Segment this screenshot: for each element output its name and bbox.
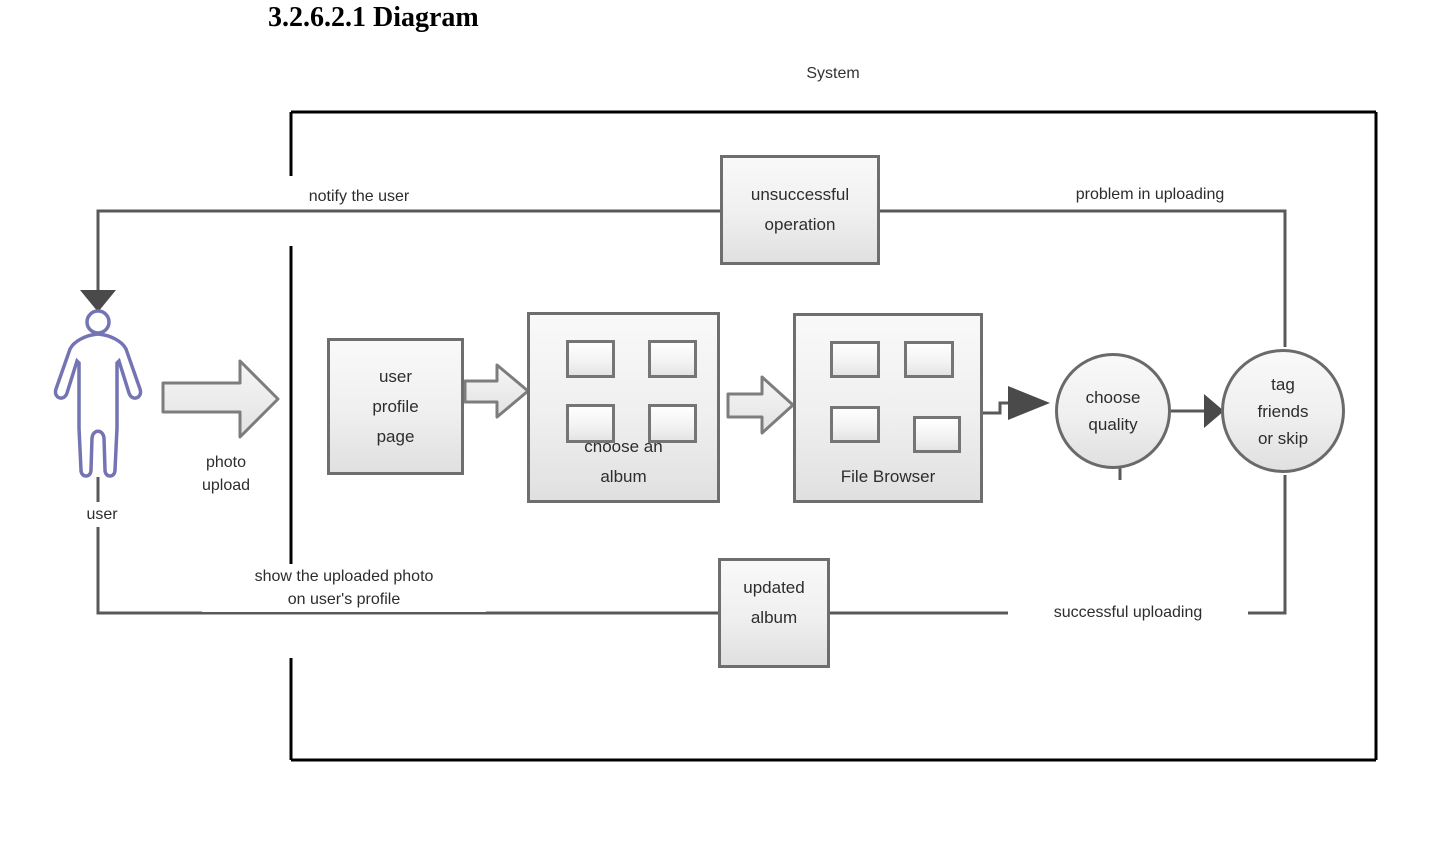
node-label-line: updated — [743, 578, 805, 597]
updated-album-node: updated album — [718, 558, 830, 668]
system-boundary-label: System — [806, 65, 860, 82]
problem-uploading-label: problem in uploading — [1033, 182, 1267, 207]
arrowhead-to-quality-icon — [1008, 386, 1050, 420]
user-actor-label: user — [72, 502, 132, 527]
edge-label-line: upload — [201, 477, 251, 494]
node-label-line: tag — [1271, 374, 1295, 394]
user-actor-icon — [53, 309, 143, 478]
arrowhead-to-tag-icon — [1204, 394, 1224, 428]
album-thumbnail-icon — [566, 340, 615, 378]
node-label-line: album — [600, 467, 647, 486]
notify-user-connector — [96, 209, 720, 292]
file-thumbnail-icon — [830, 341, 880, 378]
node-label-line: choose — [1085, 388, 1141, 407]
edge-label-line: photo — [205, 454, 247, 471]
arrowhead-to-user-icon — [80, 290, 116, 312]
node-label-line: user — [378, 366, 413, 386]
page-title: 3.2.6.2.1 Diagram — [268, 2, 479, 33]
node-label-line: profile — [372, 396, 419, 416]
node-label-line: File Browser — [840, 467, 936, 486]
album-thumbnail-icon — [648, 340, 697, 378]
unsuccessful-operation-node: unsuccessful operation — [720, 155, 880, 265]
edge-label-line: on user's profile — [287, 591, 401, 608]
file-browser-node: File Browser — [793, 313, 983, 503]
photo-upload-label: photo upload — [182, 450, 270, 498]
user-profile-page-node: user profile page — [327, 338, 464, 475]
file-thumbnail-icon — [913, 416, 961, 453]
filebrowser-to-quality-connector — [983, 401, 1008, 415]
node-label-line: friends — [1257, 401, 1309, 421]
profile-to-album-arrow-icon — [463, 363, 530, 419]
problem-uploading-connector — [880, 209, 1287, 347]
show-uploaded-photo-label: show the uploaded photo on user's profil… — [202, 564, 486, 612]
album-thumbnail-icon — [566, 404, 615, 443]
node-label-line: unsuccessful — [750, 185, 850, 204]
node-label-line: album — [750, 608, 798, 627]
successful-uploading-connector — [830, 475, 1287, 615]
edge-label-line: show the uploaded photo — [254, 568, 434, 585]
file-thumbnail-icon — [830, 406, 880, 443]
notify-user-label: notify the user — [283, 184, 435, 209]
node-label-line: page — [376, 426, 415, 446]
album-thumbnail-icon — [648, 404, 697, 443]
photo-upload-arrow-icon — [161, 359, 280, 439]
tag-friends-node: tag friends or skip — [1221, 349, 1345, 473]
choose-album-node: choose an album — [527, 312, 720, 503]
system-boundary-frame — [289, 110, 1378, 762]
choose-quality-node: choose quality — [1055, 353, 1171, 469]
node-label-line: quality — [1088, 415, 1138, 434]
node-label-line: or skip — [1257, 428, 1309, 448]
successful-uploading-label: successful uploading — [1008, 600, 1248, 625]
file-thumbnail-icon — [904, 341, 954, 378]
album-to-filebrowser-arrow-icon — [726, 375, 795, 435]
node-label-line: operation — [764, 215, 836, 234]
